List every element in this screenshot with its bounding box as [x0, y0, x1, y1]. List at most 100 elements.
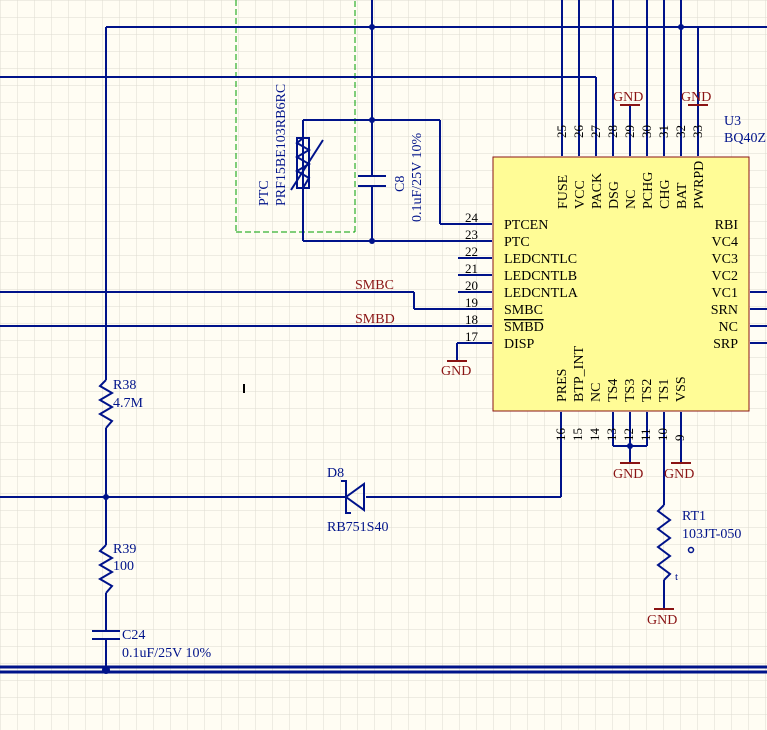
chip-pin-number: 31: [656, 125, 671, 138]
thermistor-rt1[interactable]: RT1 103JT-050 t: [656, 504, 741, 583]
chip-pin-name: TS2: [640, 379, 655, 402]
chip-pin-name: PCHG: [641, 172, 656, 209]
ptc-part: PRF15BE103RB6RC: [274, 84, 289, 206]
chip-pin-name: VC3: [712, 252, 738, 267]
chip-pin-name: TS3: [623, 379, 638, 402]
chip-pin-number: 17: [465, 329, 479, 344]
rt1-marker-dot: [687, 546, 695, 554]
gnd-port-33[interactable]: GND: [681, 90, 711, 106]
chip-pin-name: VC2: [712, 269, 738, 284]
chip-pin-name: NC: [719, 320, 738, 335]
gnd-port-ts[interactable]: GND: [613, 462, 643, 482]
chip-pin-number: 12: [621, 428, 636, 441]
chip-pin-number: 27: [588, 125, 603, 139]
chip-pin-number: 23: [465, 227, 478, 242]
gnd-label: GND: [613, 467, 643, 482]
junctions: [102, 24, 684, 674]
capacitor-c24[interactable]: C24 0.1uF/25V 10%: [92, 628, 212, 661]
c8-designator: C8: [393, 176, 408, 192]
c24-value: 0.1uF/25V 10%: [122, 646, 212, 661]
chip-pin-name: VSS: [674, 376, 689, 402]
chip-pin-number: 25: [554, 125, 569, 138]
resistor-r38[interactable]: R38 4.7M: [98, 378, 144, 429]
chip-pin-number: 32: [673, 125, 688, 138]
chip-pin-number: 30: [639, 125, 654, 138]
chip-pin-name: TS1: [657, 379, 672, 402]
chip-pin-number: 10: [655, 428, 670, 441]
chip-pin-name: FUSE: [556, 175, 571, 209]
net-label-smbc[interactable]: SMBC: [355, 278, 394, 293]
chip-u3[interactable]: U3 BQ40Z FUSE25VCC26PACK27DSG28NC29PCHG3…: [458, 114, 766, 441]
chip-pin-number: 11: [638, 428, 653, 441]
ptc-zigzag: [295, 128, 311, 198]
resistor-r39[interactable]: R39 100: [98, 542, 136, 594]
ptc-thermistor[interactable]: PTC PRF15BE103RB6RC: [257, 84, 324, 206]
chip-pin-number: 13: [604, 428, 619, 441]
gnd-label: GND: [613, 90, 643, 105]
chip-pin-number: 28: [605, 125, 620, 138]
wires: [0, 0, 767, 671]
bus-lines: [0, 665, 767, 674]
chip-pin-number: 22: [465, 244, 478, 259]
gnd-label: GND: [441, 364, 471, 379]
chip-pin-name: DISP: [504, 337, 535, 352]
ptc-designator: PTC: [257, 180, 272, 206]
chip-pin-name: VC4: [712, 235, 738, 250]
chip-pin-name: SMBD: [504, 320, 544, 335]
chip-pin-name: CHG: [658, 179, 673, 209]
rt1-part: 103JT-050: [682, 527, 741, 542]
gnd-label: GND: [664, 467, 694, 482]
chip-pin-name: TS4: [606, 379, 621, 402]
rt1-designator: RT1: [682, 509, 706, 524]
chip-pin-number: 29: [622, 125, 637, 138]
chip-pin-name: BAT: [675, 182, 690, 209]
chip-pin-name: PACK: [590, 173, 605, 209]
chip-pin-number: 20: [465, 278, 478, 293]
gnd-port-29[interactable]: GND: [613, 90, 643, 106]
r38-designator: R38: [113, 378, 136, 393]
chip-pin-name: SRN: [711, 303, 738, 318]
ptc-slash: [290, 139, 324, 191]
chip-pin-number: 33: [690, 125, 705, 138]
d8-part: RB751S40: [327, 520, 388, 535]
c8-value: 0.1uF/25V 10%: [410, 132, 425, 222]
chip-pin-number: 18: [465, 312, 478, 327]
chip-pin-name: RBI: [715, 218, 739, 233]
chip-pin-name: BTP_INT: [572, 346, 587, 402]
chip-pin-name: NC: [589, 383, 604, 402]
chip-pin-name: DSG: [607, 181, 622, 209]
diode-d8[interactable]: D8 RB751S40: [327, 466, 388, 535]
chip-pin-name: PTC: [504, 235, 530, 250]
d8-designator: D8: [327, 466, 344, 481]
chip-pin-number: 19: [465, 295, 478, 310]
chip-part: BQ40Z: [724, 131, 766, 146]
r38-value: 4.7M: [113, 396, 144, 411]
ptc-harness-box: [235, 0, 356, 233]
rt1-marker: t: [675, 571, 678, 583]
chip-body: [492, 156, 750, 412]
chip-pin-number: 16: [553, 428, 568, 442]
net-label-smbd[interactable]: SMBD: [355, 312, 395, 327]
chip-pin-number: 15: [570, 428, 585, 441]
chip-pin-name: LEDCNTLA: [504, 286, 579, 301]
gnd-port-vss[interactable]: GND: [664, 462, 694, 482]
c24-designator: C24: [122, 628, 145, 643]
chip-pin-number: 14: [587, 428, 602, 442]
capacitor-c8[interactable]: C8 0.1uF/25V 10%: [358, 132, 425, 222]
gnd-port-rt1[interactable]: GND: [647, 608, 677, 628]
chip-pin-name: LEDCNTLC: [504, 252, 577, 267]
chip-pin-number: 26: [571, 125, 586, 139]
r39-value: 100: [113, 559, 134, 574]
chip-pin-name: PWRPD: [692, 161, 707, 209]
chip-pin-name: LEDCNTLB: [504, 269, 577, 284]
gnd-port-17[interactable]: GND: [441, 360, 471, 379]
chip-designator: U3: [724, 114, 741, 129]
chip-pin-name: NC: [624, 190, 639, 209]
chip-pin-stubs: [458, 223, 492, 344]
chip-pin-name: SMBC: [504, 303, 543, 318]
chip-pin-number: 24: [465, 210, 479, 225]
chip-pin-name: SRP: [713, 337, 738, 352]
chip-pins: FUSE25VCC26PACK27DSG28NC29PCHG30CHG31BAT…: [458, 125, 739, 442]
r39-designator: R39: [113, 542, 136, 557]
